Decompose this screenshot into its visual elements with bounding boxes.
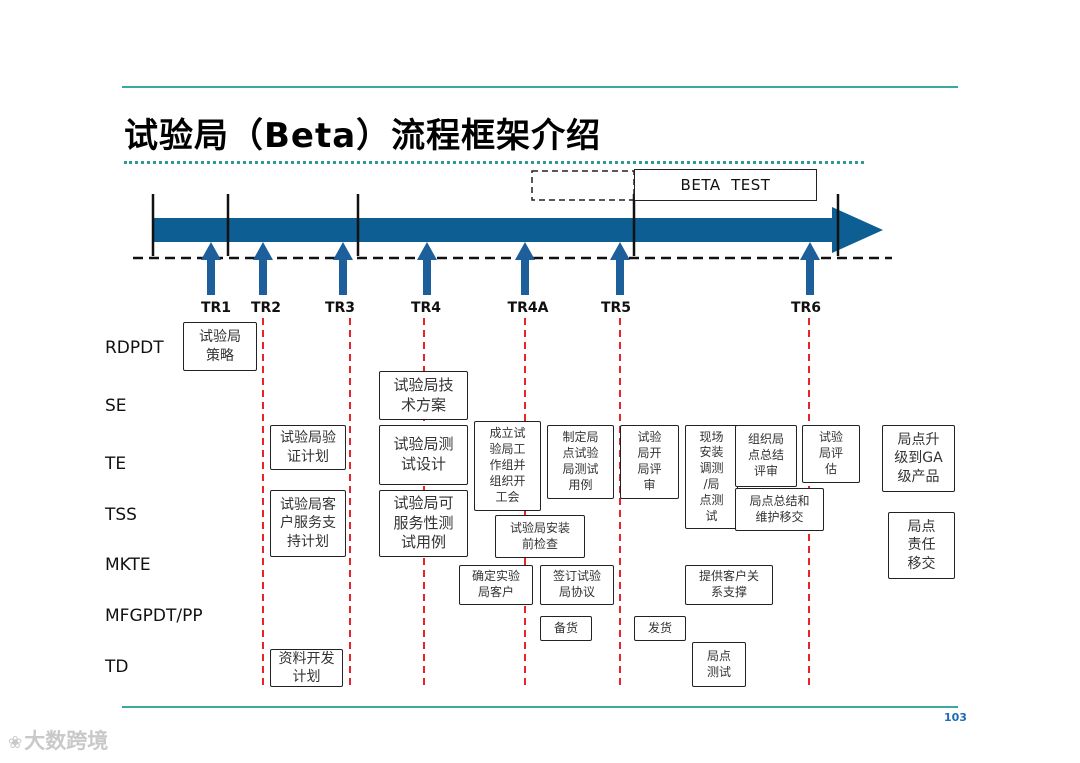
dragon-logo-icon: ❀ (8, 733, 23, 753)
milestone-label-tr3: TR3 (324, 300, 356, 316)
task-box: 提供客户关 系支撑 (685, 565, 773, 605)
task-box: 试验 局开 局评 审 (620, 425, 679, 499)
task-box: 发货 (634, 616, 686, 641)
milestone-label-tr4a: TR4A (507, 300, 549, 316)
task-box: 备货 (540, 616, 592, 641)
task-box: 试验局安装 前检查 (495, 515, 585, 558)
beta-dashed-extension (531, 170, 635, 201)
lane-label-td: TD (105, 657, 129, 677)
task-box: 试验局可 服务性测 试用例 (379, 490, 468, 557)
task-box: 确定实验 局客户 (459, 565, 533, 605)
milestone-label-tr1: TR1 (200, 300, 232, 316)
task-box: 签订试验 局协议 (540, 565, 614, 605)
lane-label-mkte: MKTE (105, 555, 151, 575)
title-dotted-underline (124, 161, 864, 164)
phase-dividers (151, 194, 840, 256)
milestone-arrow-tr6 (800, 242, 820, 295)
page-title: 试验局（Beta）流程框架介绍 (124, 116, 602, 156)
milestone-arrow-tr4a (515, 242, 535, 295)
watermark-text: 大数跨境 (24, 729, 109, 753)
task-box: 现场 安装 调测 /局 点测 试 (685, 425, 738, 529)
watermark: ❀大数跨境 (8, 725, 108, 755)
task-box: 组织局 点总结 评审 (735, 425, 797, 487)
milestone-label-tr4: TR4 (410, 300, 442, 316)
task-box: 局点升 级到GA 级产品 (882, 425, 955, 492)
timeline-arrow (153, 207, 883, 253)
milestone-label-tr5: TR5 (600, 300, 632, 316)
task-box: 局点 测试 (692, 642, 746, 687)
lane-label-se: SE (105, 396, 127, 416)
milestone-arrow-tr1 (201, 242, 221, 295)
task-box: 制定局 点试验 局测试 用例 (547, 425, 614, 499)
task-box: 试验局技 术方案 (379, 371, 468, 420)
task-box: 试验 局评 估 (802, 425, 860, 483)
milestone-label-tr6: TR6 (790, 300, 822, 316)
page-number: 103 (944, 711, 967, 724)
beta-test-box: BETA TEST (634, 169, 817, 201)
task-box: 试验局测 试设计 (379, 425, 468, 485)
milestone-arrows (201, 242, 820, 295)
task-box: 局点 责任 移交 (888, 512, 955, 579)
milestone-arrow-tr3 (333, 242, 353, 295)
task-box: 试验局验 证计划 (270, 425, 346, 470)
task-box: 资料开发 计划 (270, 649, 343, 687)
footer-rule (122, 706, 958, 708)
milestone-arrow-tr2 (253, 242, 273, 295)
lane-label-rdpdt: RDPDT (105, 338, 164, 358)
lane-label-te: TE (105, 454, 127, 474)
task-box: 试验局客 户服务支 持计划 (270, 490, 346, 557)
milestone-arrow-tr4 (417, 242, 437, 295)
lane-label-mfgpdt-pp: MFGPDT/PP (105, 606, 203, 626)
task-box: 试验局 策略 (183, 322, 257, 371)
milestone-label-tr2: TR2 (250, 300, 282, 316)
task-box: 局点总结和 维护移交 (735, 488, 824, 531)
lane-label-tss: TSS (105, 505, 137, 525)
task-box: 成立试 验局工 作组并 组织开 工会 (474, 421, 541, 511)
milestone-arrow-tr5 (610, 242, 630, 295)
header-rule (122, 86, 958, 88)
